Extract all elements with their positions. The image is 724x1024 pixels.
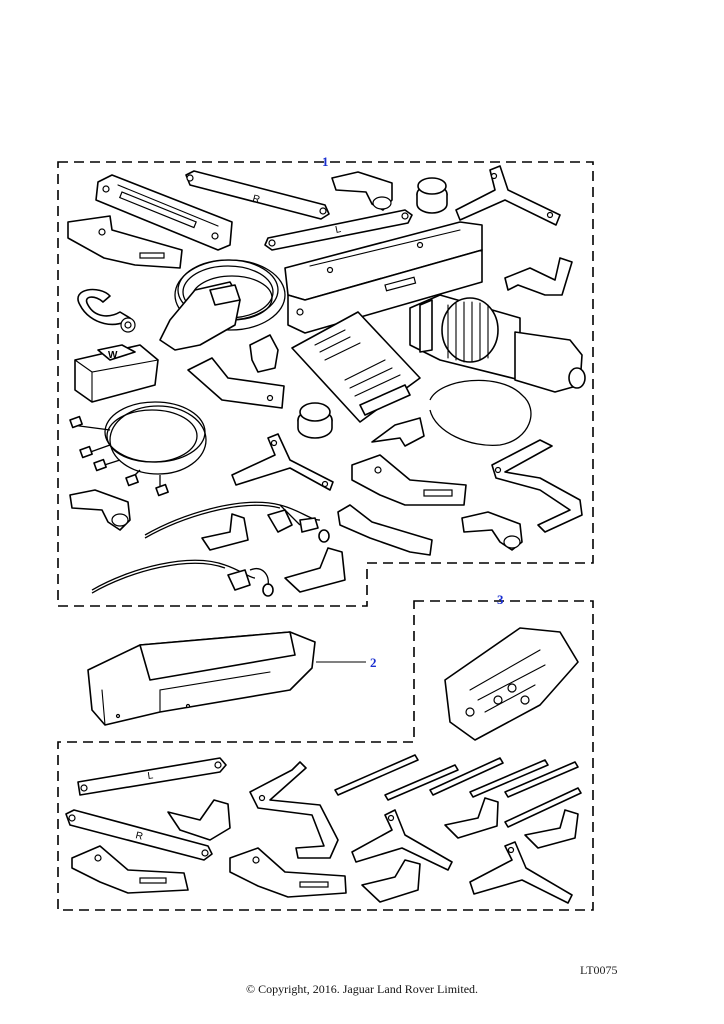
slotted-plate	[95, 174, 233, 251]
u-bracket-a	[491, 439, 583, 533]
shaped-plate-3	[229, 847, 347, 898]
small-bracket-d	[284, 547, 346, 593]
small-bracket-b	[371, 417, 425, 447]
small-bracket-c	[201, 513, 249, 551]
remote-handle-b	[69, 489, 131, 531]
bracket-left-2-label: L	[147, 770, 154, 782]
small-bracket-e	[167, 799, 231, 841]
callout-1: 1	[322, 154, 329, 169]
curved-support-plate	[187, 357, 285, 409]
l-bracket-a	[231, 433, 334, 491]
fixing-kit-bag	[444, 627, 579, 741]
l-bracket-b	[351, 809, 453, 871]
winch-hook	[77, 288, 136, 333]
blanking-cap	[416, 177, 448, 214]
mounting-bracket-a	[455, 165, 561, 226]
control-box: W	[74, 344, 159, 403]
angled-plate	[67, 215, 183, 269]
small-clip-bracket	[504, 257, 573, 296]
small-bracket-g	[524, 809, 579, 849]
wiring-loom-b	[91, 559, 274, 597]
bracket-right-2: R	[65, 809, 213, 861]
group-3-boundary	[57, 600, 594, 911]
bracket-left-2: L	[77, 757, 227, 796]
group-1-boundary	[57, 161, 594, 607]
shaped-plate	[351, 454, 467, 506]
illustration-reference-code: LT0075	[580, 963, 618, 977]
bracket-right-2-label: R	[134, 830, 144, 842]
winch-cover	[87, 631, 316, 726]
remote-control	[159, 259, 286, 373]
callout-3: 3	[497, 592, 504, 607]
bracket-right-label: R	[251, 193, 261, 205]
winch-assembly	[409, 294, 586, 446]
bracket-right: R	[185, 170, 330, 220]
copyright-notice: © Copyright, 2016. Jaguar Land Rover Lim…	[245, 982, 479, 996]
winch-mounting-frame	[284, 221, 483, 334]
u-bracket-b	[249, 761, 339, 859]
l-bracket-c	[469, 841, 573, 904]
bent-plate	[337, 504, 433, 556]
remote-handle-top	[331, 171, 393, 211]
svg-text:W: W	[108, 350, 118, 361]
shaped-plate-2	[71, 845, 189, 894]
bracket-left-label: L	[334, 224, 342, 236]
small-bracket-f	[444, 797, 499, 839]
studs	[334, 754, 582, 828]
remote-handle-c	[461, 511, 523, 551]
wiring-loom-a	[144, 501, 330, 543]
callout-2: 2	[370, 655, 377, 670]
blanking-cap-2	[297, 402, 333, 439]
small-bracket-h	[361, 859, 421, 903]
cable-harness	[69, 401, 207, 497]
instruction-leaflet	[291, 311, 421, 423]
bracket-left: L	[264, 209, 413, 251]
